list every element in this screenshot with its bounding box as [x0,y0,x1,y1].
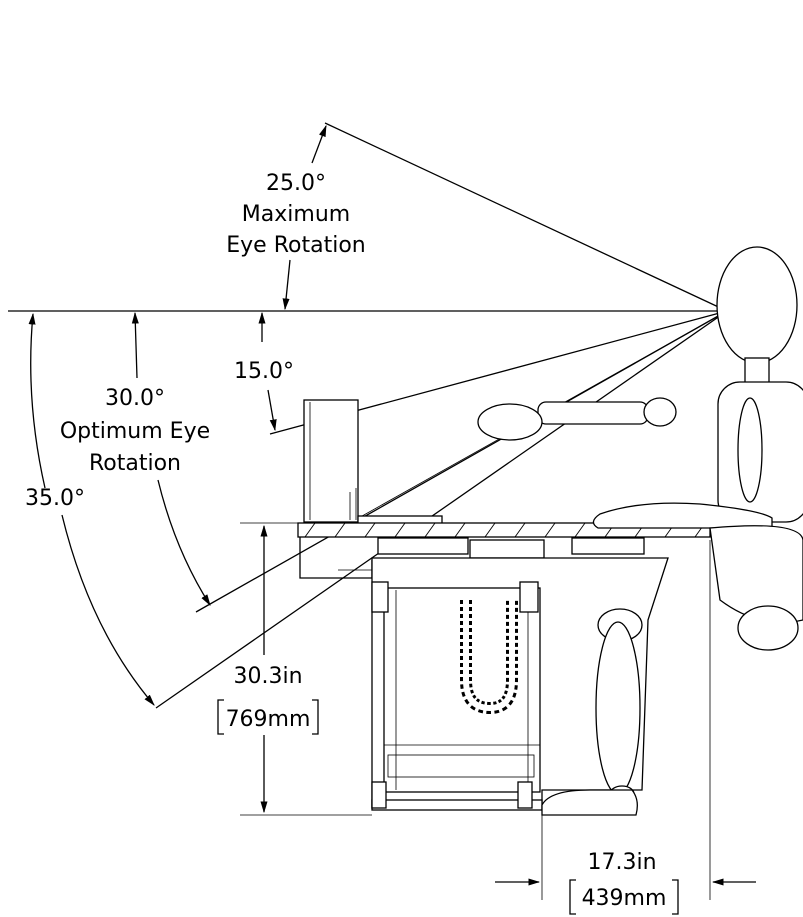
desk-height-mm: 769mm [226,707,311,732]
height-dimension [217,522,372,816]
optimum-leader-top [131,311,139,379]
cabinet-inner-frame [383,587,541,793]
max-eye-rotation-line1: Maximum [242,202,350,227]
cabinet-base [371,799,543,811]
thirty-five-angle: 35.0° [25,486,85,511]
angle-dimensions [28,124,327,706]
knee-clearance-in: 17.3in [587,850,656,875]
mannequin-upper-arm [737,397,763,503]
mannequin-head [716,246,798,364]
optimum-eye-rotation-line1: Optimum Eye [60,419,210,444]
desk-assembly [297,399,711,811]
fifteen-leader-bottom [267,389,277,432]
optimum-eye-rotation-line2: Rotation [89,451,181,476]
sight-line-up-25 [324,122,728,312]
max-rotation-leader-bottom [282,259,291,311]
max-eye-rotation-line2: Eye Rotation [226,233,365,258]
keyboard-tray-bracket [299,537,373,579]
sight-line-down-35 [155,310,728,709]
knee-clearance-mm: 439mm [582,886,667,911]
thirty-five-arc-top [28,312,46,489]
monitor [303,399,359,523]
mannequin-hand [477,403,543,441]
max-eye-rotation-angle: 25.0° [266,171,326,196]
mount-pad-left [377,537,469,555]
mannequin-lower-arm-desk [592,502,773,529]
mannequin-thigh [709,525,803,624]
max-rotation-leader-top [311,124,327,164]
optimum-arc-bottom [157,479,211,606]
mannequin-forearm [537,401,649,425]
mount-pad-right [571,537,645,555]
knee-clearance-dimension [495,540,756,915]
mannequin [477,246,803,816]
mannequin-lower-leg [595,621,641,795]
fifteen-angle: 15.0° [234,359,294,384]
height-mm-brackets [217,699,319,735]
desk-height-in: 30.3in [233,664,302,689]
knee-mm-brackets [569,879,679,915]
mannequin-foot [541,789,638,816]
thirty-five-arc-bottom [61,514,155,706]
optimum-eye-rotation-angle: 30.0° [105,386,165,411]
